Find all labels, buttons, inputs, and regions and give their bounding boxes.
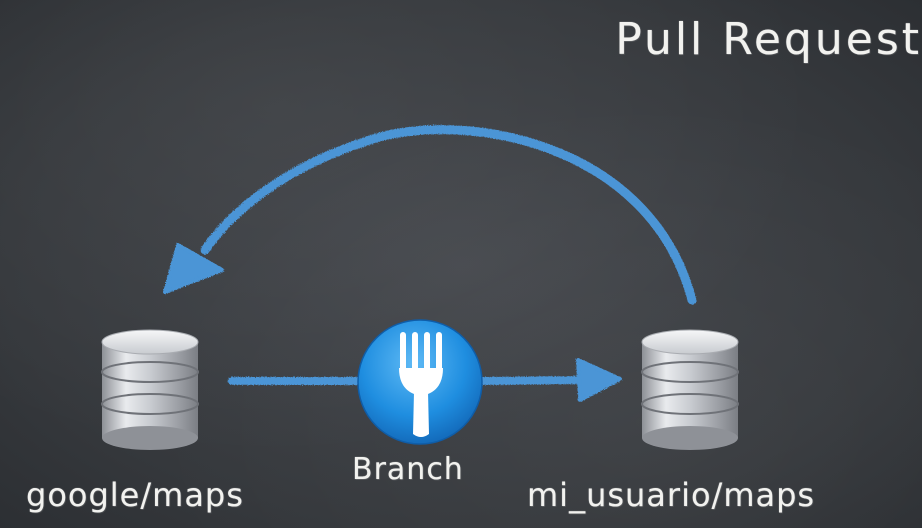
fork-icon <box>357 319 483 445</box>
branch-label: Branch <box>352 452 464 487</box>
pull-request-arrow <box>163 125 697 305</box>
fork-repo-label: mi_usuario/maps <box>527 476 816 514</box>
source-repo-label: google/maps <box>26 476 244 514</box>
page-title: Pull Request <box>615 14 922 65</box>
database-icon <box>101 329 199 450</box>
database-icon <box>641 329 739 450</box>
fork-arrow <box>228 358 622 402</box>
